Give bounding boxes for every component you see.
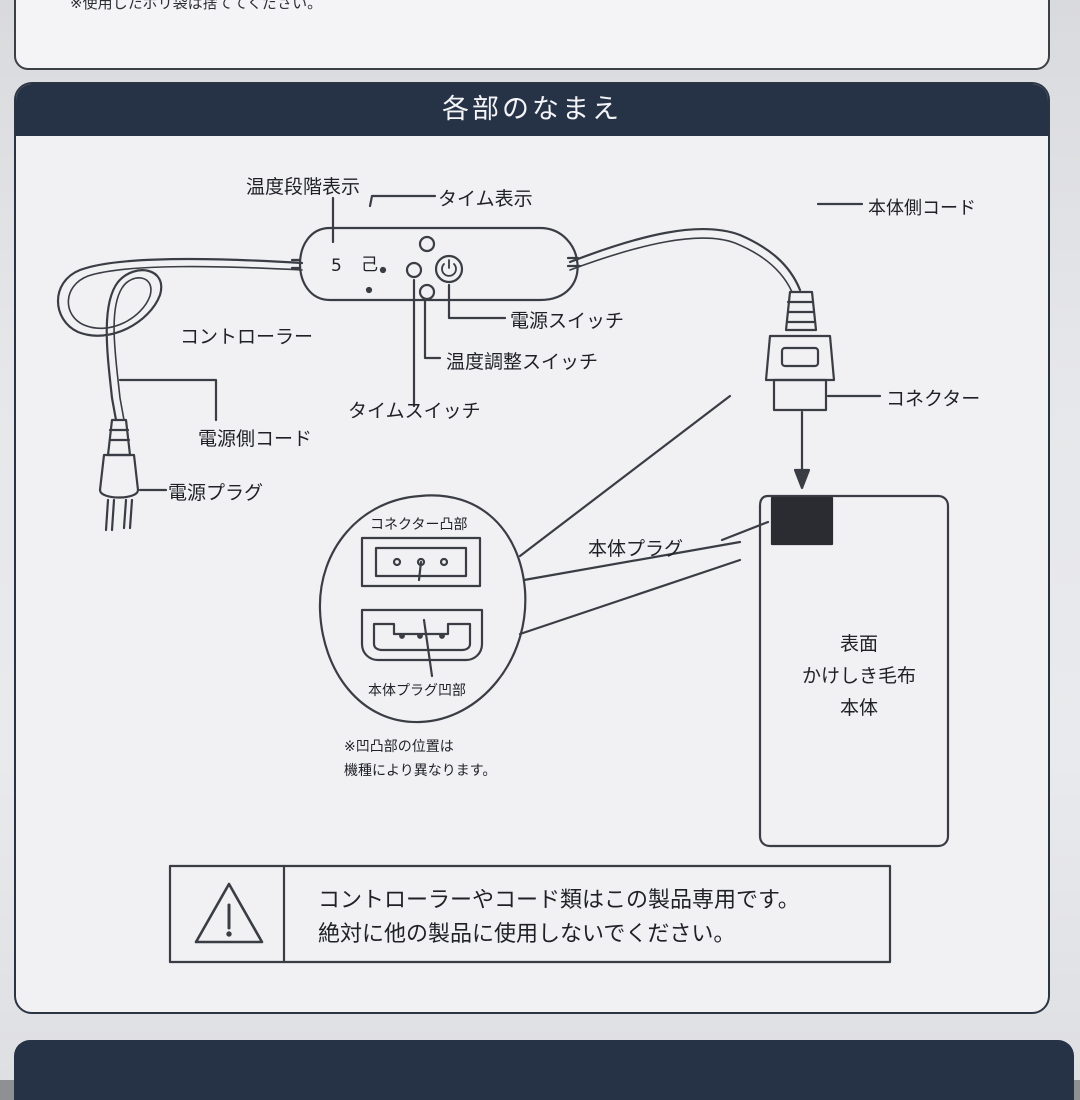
power-side-cord-line-inner <box>67 265 303 421</box>
label-controller: コントローラー <box>180 326 314 348</box>
warning-box-outline <box>168 864 892 964</box>
label-time-display: タイム表示 <box>438 188 533 210</box>
label-temp-adjust-switch: 温度調整スイッチ <box>446 351 599 373</box>
note-line-1: ※凹凸部の位置は <box>344 739 454 755</box>
blanket-label-2: かけしき毛布 <box>801 665 916 687</box>
body-side-cord-line-inner <box>569 237 793 293</box>
time-switch-outline <box>405 261 423 279</box>
time-digit: 己 <box>361 255 378 275</box>
body-plug-concave-detail <box>360 608 484 662</box>
temp-level-digit: 5 <box>331 256 342 276</box>
temp-down-button-outline <box>418 283 436 301</box>
blanket-outline <box>758 494 950 848</box>
top-note: ※使用したポリ袋は捨ててください。 <box>70 0 323 12</box>
label-body-plug-concave: 本体プラグ凹部 <box>368 683 466 699</box>
section-header-bar <box>16 84 1048 136</box>
label-temp-level-display: 温度段階表示 <box>246 176 361 198</box>
power-plug-neck <box>106 418 132 457</box>
blanket-label-3: 本体 <box>839 697 878 719</box>
blanket-label-1: 表面 <box>839 633 878 655</box>
label-connector: コネクター <box>886 388 981 410</box>
controller-outline <box>299 226 579 302</box>
label-power-plug: 電源プラグ <box>168 482 264 504</box>
label-body-cord: 本体側コード <box>868 198 976 219</box>
label-power-switch: 電源スイッチ <box>510 310 625 332</box>
warning-line-1: コントローラーやコード類はこの製品専用です。 <box>318 888 800 913</box>
connector-body <box>764 334 836 382</box>
label-power-cord: 電源側コード <box>198 428 313 450</box>
previous-section-panel <box>14 0 1050 70</box>
connector-tip <box>772 378 828 412</box>
connector-neck <box>784 290 818 332</box>
body-side-cord-line <box>568 227 802 292</box>
detail-magnifier-circle <box>318 494 527 724</box>
note-line-2: 機種により異なります。 <box>344 763 497 779</box>
warning-line-2: 絶対に他の製品に使用しないでください。 <box>318 922 736 947</box>
time-up-button-outline <box>418 235 436 253</box>
power-button-outline <box>434 254 464 284</box>
label-connector-convex: コネクター凸部 <box>370 517 468 533</box>
label-body-plug: 本体プラグ <box>588 538 684 560</box>
power-side-cord-line <box>56 257 304 422</box>
label-time-switch: タイムスイッチ <box>348 400 481 422</box>
power-plug-body <box>98 453 140 499</box>
parts-names-panel: 各部のなまえ <box>14 82 1050 1014</box>
connector-convex-detail <box>360 536 482 588</box>
warning-triangle-icon <box>194 882 264 944</box>
section-title: 各部のなまえ <box>442 94 622 125</box>
body-plug-block <box>770 496 834 546</box>
